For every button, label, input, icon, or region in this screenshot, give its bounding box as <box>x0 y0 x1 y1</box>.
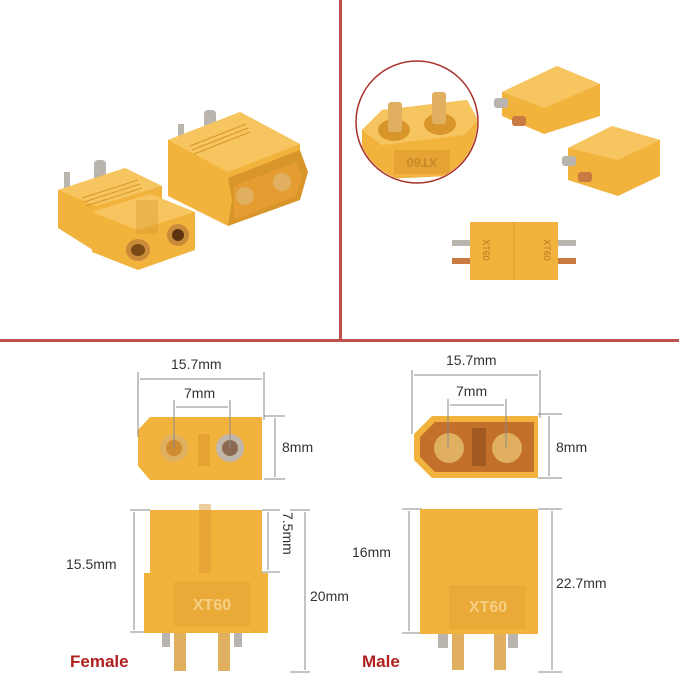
male-dimension-lines <box>402 370 562 673</box>
panel-female-dimensions: XT60 15.7mm 7mm 8mm 15.5mm 7.5mm 20mm Fe… <box>0 342 349 675</box>
panel-connectors-detail: XT60 XT60 XT60 <box>342 0 679 339</box>
female-slot-depth-label: 7.5mm <box>280 512 296 555</box>
male-label: Male <box>362 652 400 671</box>
male-face-height-label: 8mm <box>556 439 588 455</box>
mated-pair-image: XT60 XT60 <box>452 222 576 280</box>
female-dimension-lines <box>130 372 310 673</box>
female-label: Female <box>70 652 129 671</box>
mated-xt60-text-left: XT60 <box>481 239 491 261</box>
male-total-height-label: 22.7mm <box>556 575 607 591</box>
female-face-view <box>138 417 262 480</box>
male-pin-spacing-label: 7mm <box>456 383 488 399</box>
male-body-height-label: 16mm <box>352 544 391 560</box>
female-total-height-label: 20mm <box>310 588 349 604</box>
female-width-label: 15.7mm <box>171 356 222 372</box>
female-body-height-label: 15.5mm <box>66 556 117 572</box>
mated-xt60-text-right: XT60 <box>542 239 552 261</box>
male-connector-angled-image <box>494 66 600 134</box>
male-body-view: XT60 <box>420 509 538 670</box>
closeup-xt60-text: XT60 <box>406 155 437 170</box>
closeup-circle: XT60 <box>355 60 479 184</box>
male-width-label: 15.7mm <box>446 352 497 368</box>
panel-connectors-angled <box>0 0 339 339</box>
vertical-divider <box>339 0 342 340</box>
horizontal-divider <box>0 339 679 342</box>
male-connector-image <box>168 110 308 226</box>
female-body-view: XT60 <box>144 504 268 671</box>
female-pin-spacing-label: 7mm <box>184 385 216 401</box>
male-xt60-text: XT60 <box>469 599 507 616</box>
female-xt60-text: XT60 <box>193 597 231 614</box>
female-face-height-label: 8mm <box>282 439 314 455</box>
panel-male-dimensions: XT60 15.7mm 7mm 8mm 16mm 22.7mm Male <box>342 342 679 675</box>
female-connector-image <box>58 160 195 270</box>
female-connector-angled-image <box>562 126 660 196</box>
male-face-view <box>414 416 538 478</box>
